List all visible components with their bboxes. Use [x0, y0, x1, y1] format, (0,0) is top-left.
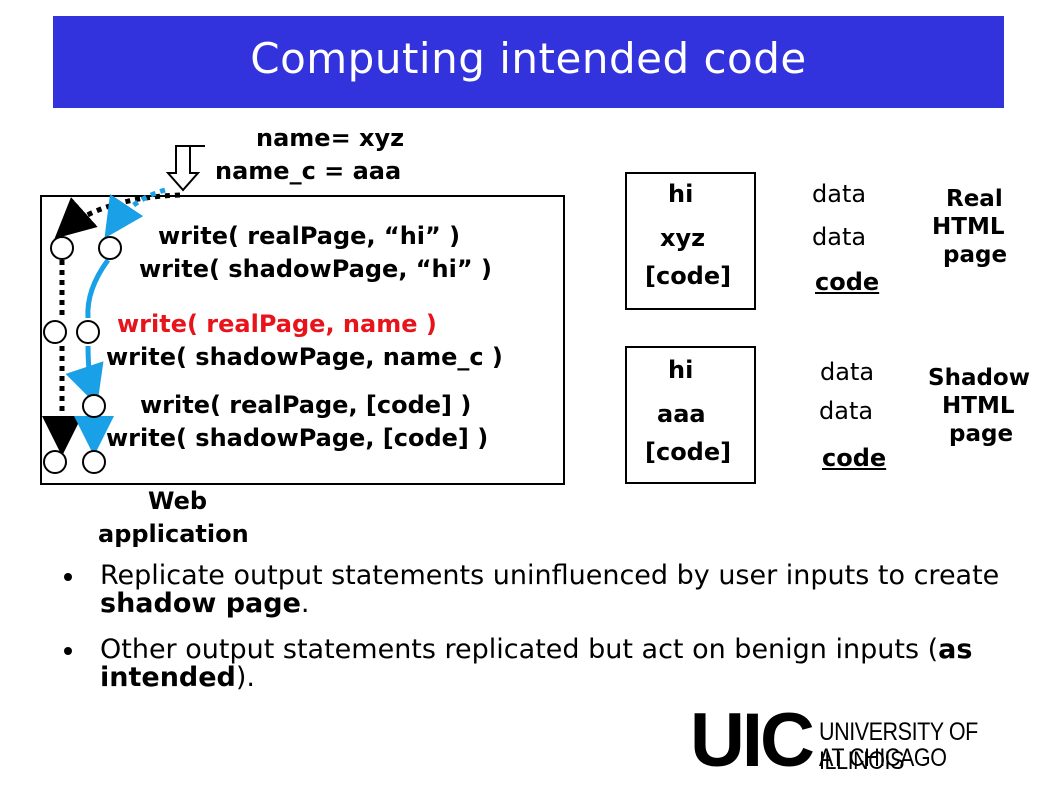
web-application-label-1: Web	[148, 487, 208, 515]
title-bar: Computing intended code	[53, 16, 1004, 108]
real-page-line-hi: hi	[668, 180, 694, 208]
statement-shadow-code: write( shadowPage, [code] )	[106, 424, 489, 452]
uic-logo-line-2: AT CHICAGO	[819, 744, 947, 772]
bullet-2-text: Other output statements replicated but a…	[100, 634, 939, 665]
shadow-node-3	[82, 394, 106, 418]
statement-shadow-name: write( shadowPage, name_c )	[106, 343, 503, 371]
bullet-list: Replicate output statements uninfluenced…	[62, 562, 1022, 710]
real-page-label-3: page	[943, 242, 1008, 268]
slide-title: Computing intended code	[250, 34, 807, 83]
bullet-dot-icon	[64, 647, 72, 655]
shadow-page-box	[625, 346, 756, 484]
real-node-2	[43, 320, 67, 344]
shadow-entry-arrow	[104, 187, 166, 239]
real-page-line-code: [code]	[645, 262, 732, 290]
input-down-arrow-icon	[165, 145, 201, 192]
bullet-2-suffix: ).	[235, 662, 256, 693]
shadow-page-line-hi: hi	[668, 356, 694, 384]
real-annotation-data-2: data	[812, 223, 867, 251]
bullet-1-text: Replicate output statements uninfluenced…	[100, 560, 1000, 591]
bullet-item-1: Replicate output statements uninfluenced…	[62, 562, 1022, 618]
shadow-annotation-code: code	[822, 444, 887, 472]
real-entry-arrow	[54, 192, 181, 239]
real-page-label-2: HTML	[932, 214, 1005, 240]
shadow-page-label-2: HTML	[942, 393, 1015, 419]
statement-shadow-hi: write( shadowPage, “hi” )	[139, 255, 492, 283]
bullet-dot-icon	[64, 573, 72, 581]
bullet-1-suffix: .	[300, 588, 310, 619]
web-application-label-2: application	[98, 520, 249, 548]
bullet-1-emphasis: shadow page	[100, 588, 301, 619]
real-page-box	[625, 172, 756, 310]
uic-logo-line-1: UNIVERSITY OF ILLINOIS	[819, 718, 978, 775]
real-page-line-xyz: xyz	[660, 224, 706, 252]
shadow-flow-2	[65, 345, 104, 406]
shadow-node-2	[76, 320, 100, 344]
uic-logo-mark: UIC	[690, 698, 815, 783]
statement-real-name: write( realPage, name )	[117, 310, 437, 338]
web-application-box	[40, 195, 565, 485]
real-page-label-1: Real	[946, 186, 1003, 212]
real-annotation-data-1: data	[812, 180, 867, 208]
statement-real-code: write( realPage, [code] )	[140, 391, 472, 419]
shadow-flow-1	[85, 258, 111, 319]
input-shadow: name_c = aaa	[215, 157, 402, 185]
shadow-node-4	[82, 450, 106, 474]
bullet-2-emphasis: as intended	[100, 634, 973, 693]
shadow-page-line-aaa: aaa	[657, 400, 706, 428]
shadow-annotation-data-1: data	[820, 358, 875, 386]
real-node-1	[50, 236, 74, 260]
bullet-item-2: Other output statements replicated but a…	[62, 636, 1022, 692]
input-real: name= xyz	[256, 124, 405, 152]
real-annotation-code: code	[815, 268, 880, 296]
real-node-3	[43, 450, 67, 474]
shadow-page-label-1: Shadow	[928, 365, 1030, 391]
shadow-node-1	[98, 236, 122, 260]
shadow-page-label-3: page	[949, 421, 1014, 447]
statement-real-hi: write( realPage, “hi” )	[158, 222, 461, 250]
shadow-page-line-code: [code]	[645, 438, 732, 466]
shadow-annotation-data-2: data	[819, 397, 874, 425]
